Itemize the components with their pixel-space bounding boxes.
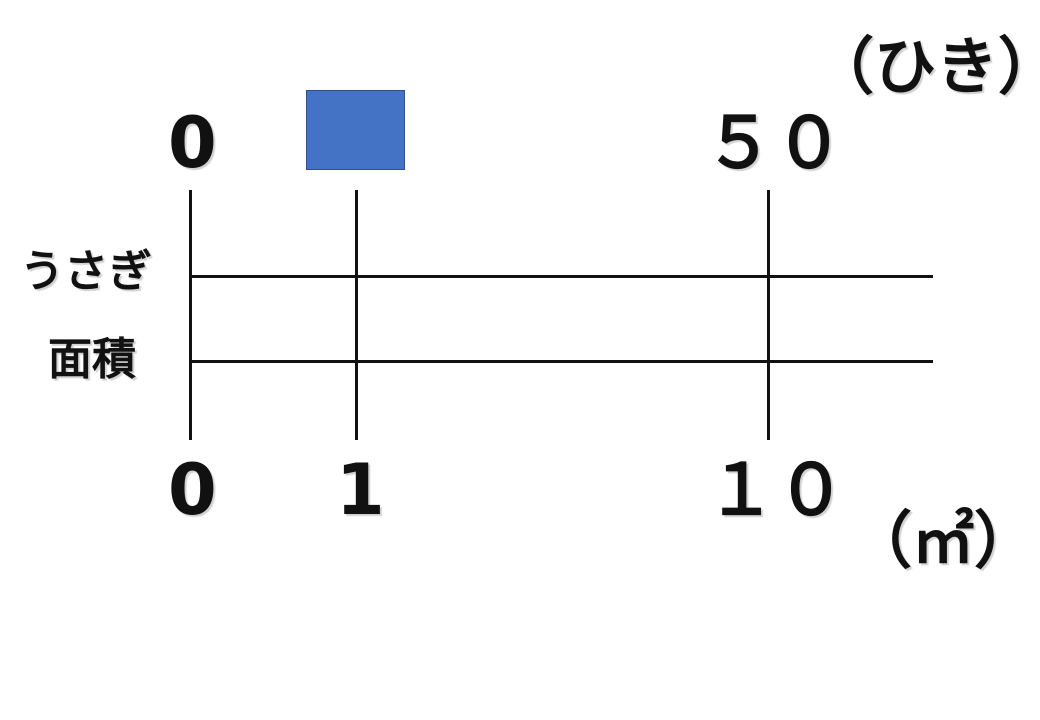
rabbit-number-line [191, 275, 933, 278]
bottom-ten-label: １０ [706, 449, 846, 531]
area-unit-label: （㎡） [850, 504, 1037, 577]
rabbit-unit-label: （ひき） [812, 30, 1040, 103]
bottom-one-label: 1 [336, 449, 385, 531]
area-number-line [191, 360, 933, 363]
top-zero-label: 0 [168, 102, 217, 184]
axis-zero-line [189, 190, 192, 440]
blank-answer-box[interactable] [306, 90, 405, 170]
axis-one-line [355, 190, 358, 440]
bottom-zero-label: 0 [168, 449, 217, 531]
top-fifty-label: ５０ [704, 102, 844, 184]
axis-ten-line [767, 190, 770, 440]
area-row-label: 面積 [48, 334, 136, 385]
rabbit-row-label: うさぎ [20, 246, 152, 297]
